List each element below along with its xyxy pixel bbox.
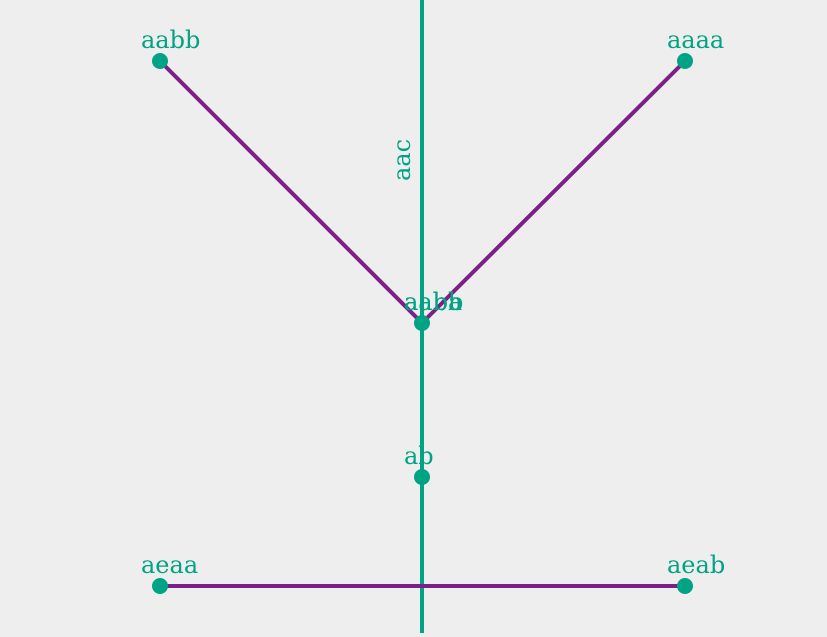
label-aeab: aeab [667, 551, 725, 579]
edge-aaaa-to-center [420, 59, 687, 325]
node-aeaa[interactable] [152, 578, 168, 594]
label-center-aaba: aaba [404, 288, 462, 316]
node-aaaa[interactable] [677, 53, 693, 69]
label-aeaa: aeaa [141, 551, 198, 579]
node-aeab[interactable] [677, 578, 693, 594]
label-center-aabb: aabb [404, 288, 463, 316]
node-ab[interactable] [414, 469, 430, 485]
label-aaaa: aaaa [667, 26, 724, 54]
label-ab: ab [404, 442, 434, 470]
node-aabb[interactable] [152, 53, 168, 69]
axis-label-aac: aac [388, 139, 416, 181]
node-center[interactable] [414, 315, 430, 331]
label-aabb: aabb [141, 26, 200, 54]
edge-aabb-to-center [158, 59, 424, 325]
